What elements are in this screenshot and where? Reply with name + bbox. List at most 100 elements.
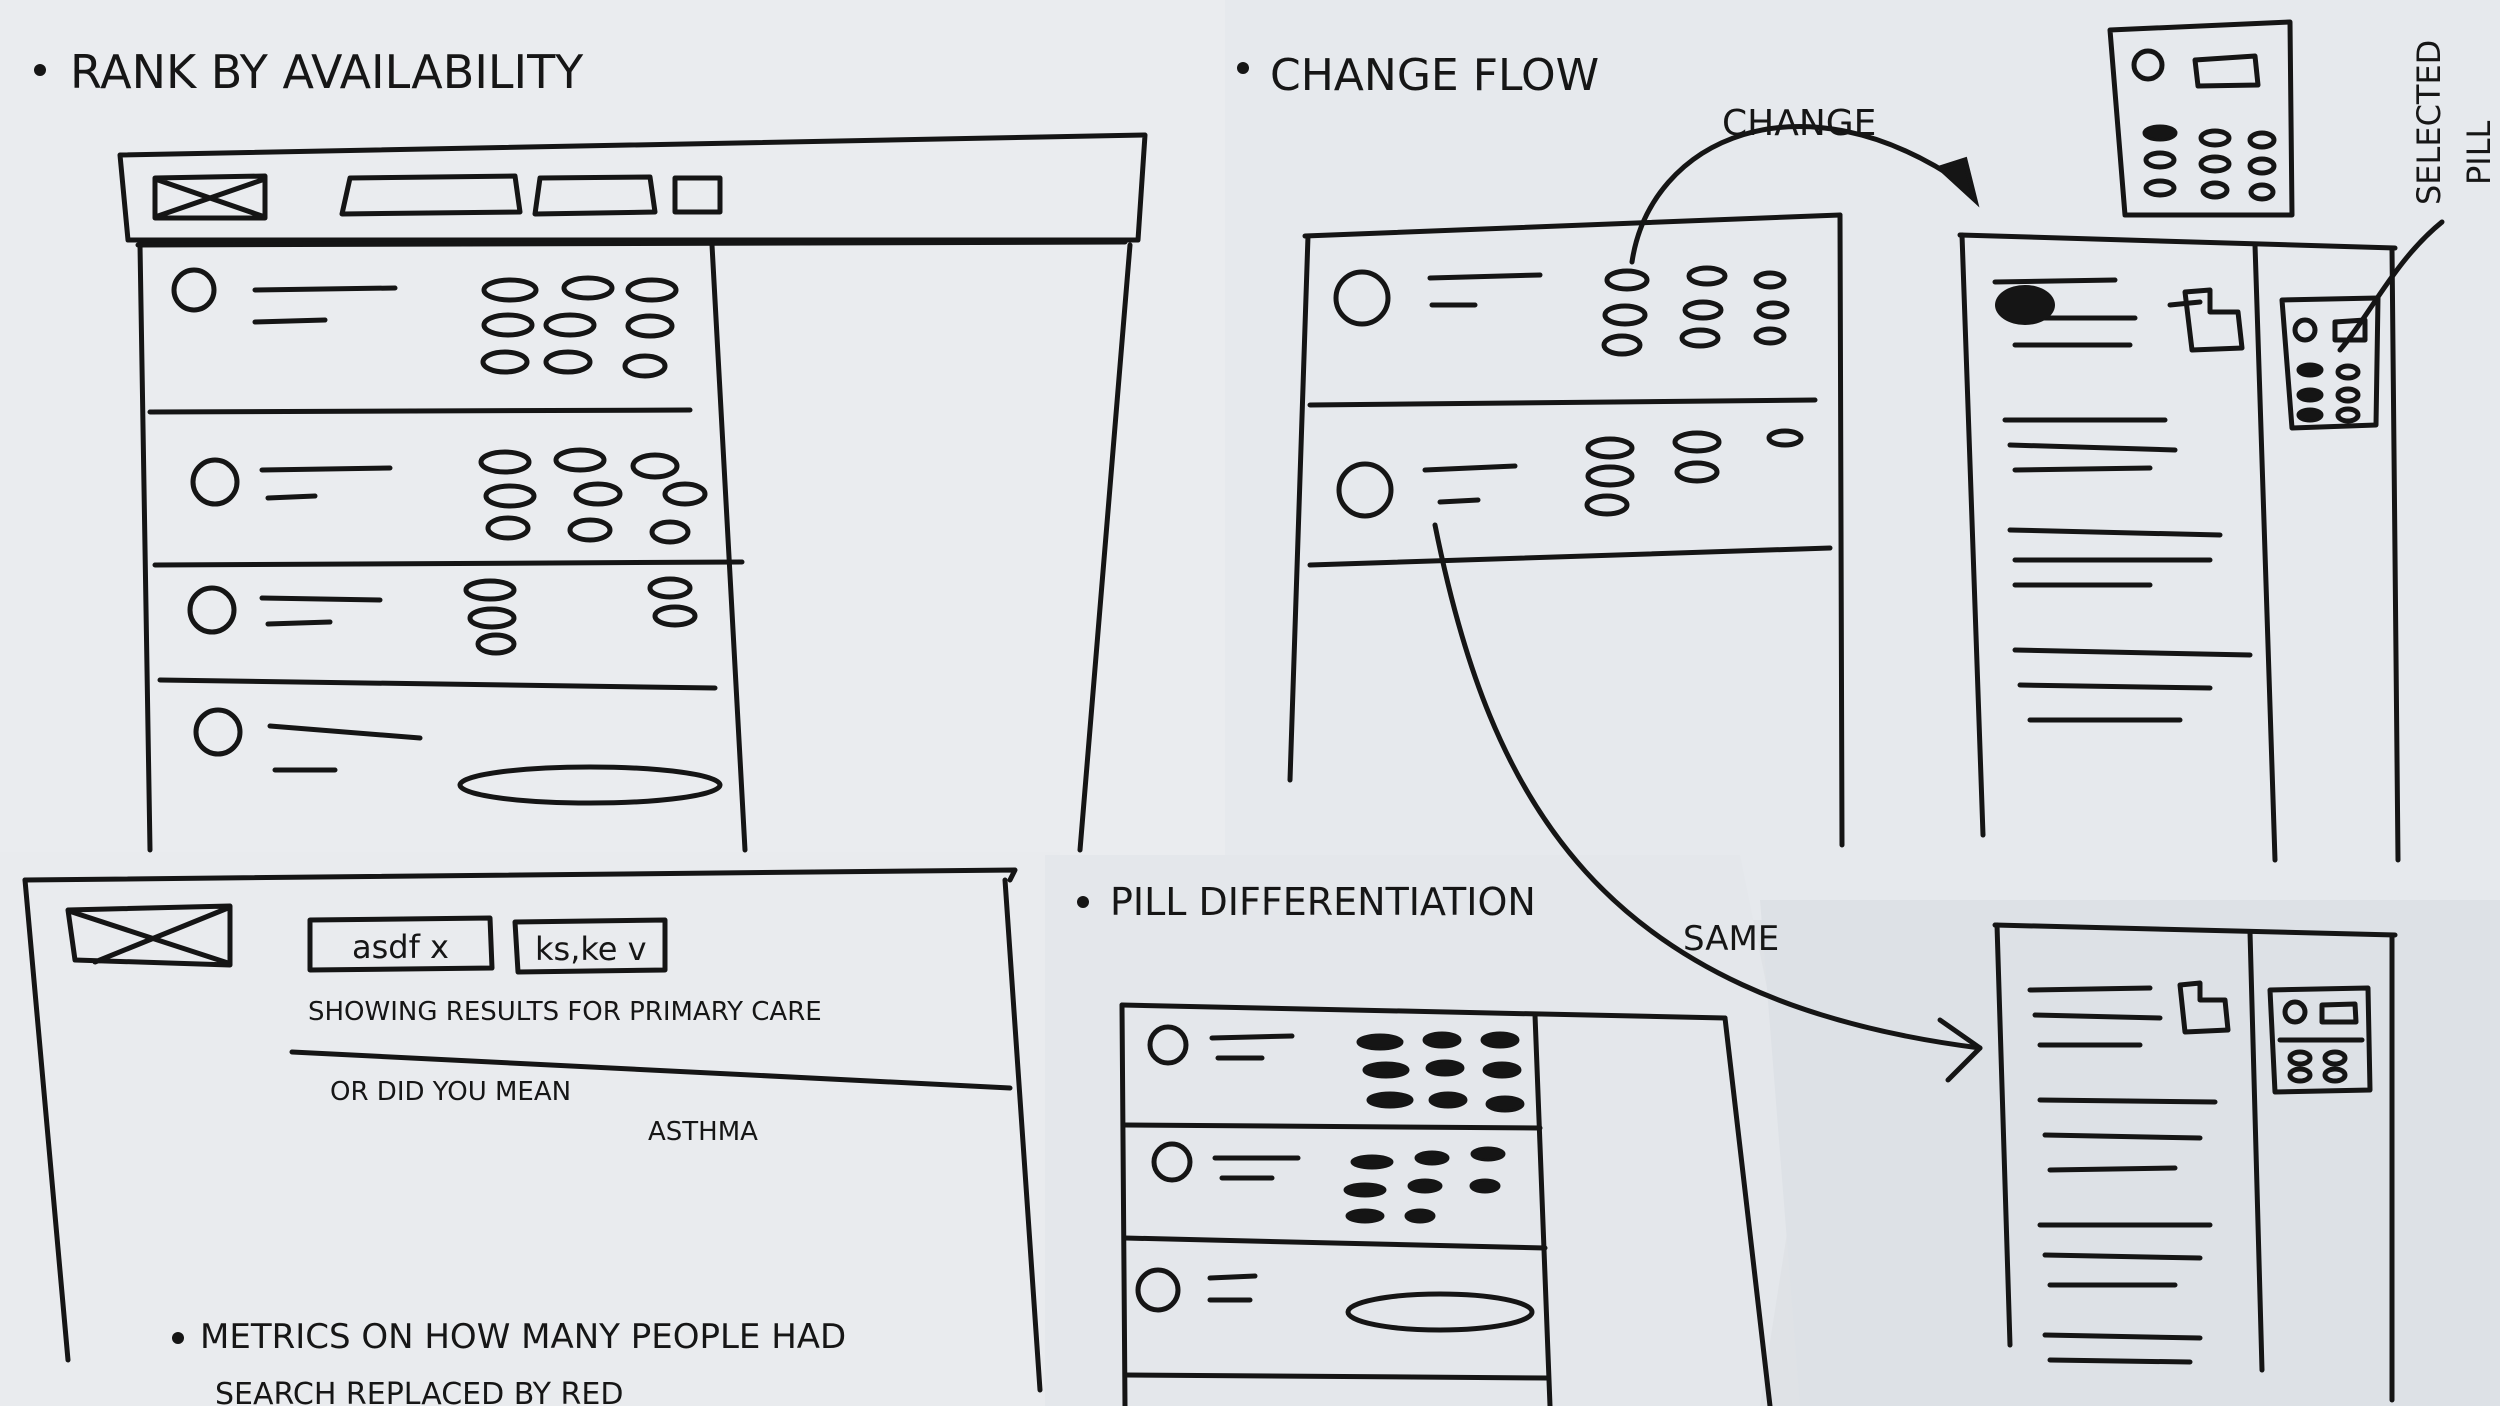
bullet-dot	[1237, 62, 1249, 74]
page-left-edge	[1994, 922, 2013, 1348]
list-top-edge	[1302, 212, 1843, 239]
paper-sheet-rank	[0, 0, 1230, 860]
page-divider	[2247, 929, 2265, 1373]
paper-sheet-lower-right	[1760, 900, 2500, 1406]
pill-group-row1	[480, 275, 679, 379]
list-left-edge	[137, 242, 153, 853]
scribbled-avatar-icon	[1995, 285, 2055, 325]
row-divider	[1122, 1122, 1543, 1131]
callout-pointer	[2337, 219, 2445, 353]
text-lines	[2037, 1222, 2213, 1288]
text-lines	[259, 465, 393, 501]
list-right-edge	[709, 242, 748, 853]
search-chip-1	[307, 915, 495, 973]
map-right-edge	[1077, 242, 1133, 853]
text-lines	[252, 285, 398, 325]
text-lines	[2037, 1097, 2218, 1173]
text-lines	[2007, 527, 2223, 588]
text-lines	[267, 723, 423, 773]
avatar-icon	[193, 707, 243, 757]
same-arrowhead-icon	[1937, 1017, 1983, 1083]
text-lines	[2012, 647, 2253, 723]
rank-header-bar	[117, 132, 1148, 243]
pill-diff-pills-row1	[1356, 1031, 1525, 1113]
selected-label: SELECTED	[2410, 40, 2448, 205]
list-left-edge	[1119, 1002, 1128, 1406]
logo-placeholder-icon	[152, 173, 268, 221]
pill-diff-pills-row2	[1343, 1146, 1506, 1224]
change-arrow-label: CHANGE	[1722, 103, 1876, 144]
image-icon	[2177, 980, 2231, 1035]
page-left-edge	[1959, 232, 1986, 838]
search-chip-2	[512, 917, 668, 975]
change-flow-pills	[1584, 265, 1804, 517]
mini-badge	[2332, 317, 2368, 343]
metrics-note-line2: SEARCH REPLACED BY RED	[215, 1377, 623, 1406]
row-divider	[1122, 1372, 1551, 1381]
mini-badge	[2319, 1001, 2359, 1025]
rank-section: RANK BY AVAILABILITY	[34, 45, 1148, 853]
list-right-edge	[1837, 212, 1845, 848]
bullet-dot	[34, 64, 46, 76]
text-lines	[1207, 1273, 1258, 1303]
page-top-edge	[1992, 922, 2398, 938]
avatar-icon	[190, 457, 240, 507]
text-lines	[259, 595, 383, 627]
image-icon	[2167, 287, 2245, 353]
avatar-icon	[171, 267, 217, 313]
search-submit-icon	[672, 175, 723, 215]
search-wireframe	[22, 867, 1043, 1393]
frame-top-edge	[22, 867, 1018, 883]
pill-diff-section: PILL DIFFERENTIATION	[1077, 880, 1773, 1406]
list-left-edge	[1287, 233, 1311, 783]
avatar-icon	[1151, 1141, 1193, 1183]
row-divider	[157, 677, 718, 691]
search-chip-1-text: asdf x	[352, 928, 449, 966]
text-lines	[1422, 463, 1518, 505]
search-box-2	[532, 174, 658, 217]
same-arrow-label: SAME	[1683, 919, 1779, 959]
list-right-edge	[1532, 1012, 1553, 1406]
pill-label: PILL	[2460, 120, 2498, 185]
selected-pill-modal	[2107, 19, 2295, 218]
avatar-icon	[187, 585, 237, 635]
search-divider	[289, 1049, 1013, 1091]
change-arrow	[1629, 124, 1968, 265]
page-right-edge	[2389, 245, 2401, 863]
text-lines	[1209, 1033, 1295, 1061]
row-divider	[1307, 545, 1833, 568]
bullet-dot	[172, 1332, 184, 1344]
results-line: SHOWING RESULTS FOR PRIMARY CARE	[308, 997, 822, 1027]
logo-placeholder-icon	[65, 903, 233, 968]
avatar-icon	[1135, 1267, 1181, 1313]
row-divider	[147, 407, 693, 415]
mini-card-pills	[2296, 362, 2361, 424]
text-lines	[2002, 417, 2178, 473]
did-you-mean-term: ASTHMA	[648, 1117, 758, 1147]
text-lines	[1212, 1155, 1301, 1181]
search-chip-2-text: ks,ke v	[535, 930, 647, 968]
pill-group-row3	[463, 576, 698, 656]
row-divider	[1122, 1235, 1548, 1251]
did-you-mean-text: OR DID YOU MEAN	[330, 1077, 571, 1107]
metrics-note-line1: METRICS ON HOW MANY PEOPLE HAD	[200, 1317, 846, 1357]
paper-sheet-change-flow	[1225, 0, 2500, 920]
change-arrowhead-icon	[1935, 156, 1980, 208]
avatar-icon	[1336, 461, 1394, 519]
modal-pills	[2142, 124, 2277, 202]
change-flow-heading: CHANGE FLOW	[1270, 50, 1599, 101]
pill-diff-heading: PILL DIFFERENTIATION	[1110, 880, 1536, 924]
same-arrow	[1432, 522, 1983, 1051]
row-divider	[1307, 397, 1818, 408]
pill-diff-wireframe	[1119, 1002, 1773, 1406]
list-top-edge	[1119, 1002, 1728, 1021]
mini-pill-card	[2267, 985, 2373, 1095]
mini-card-pills-2	[2287, 1049, 2348, 1084]
pill-group-row2	[478, 447, 708, 545]
page-top-edge	[1957, 232, 2398, 251]
mini-pill-card	[2279, 295, 2381, 431]
paper-sheet-pill-diff	[1045, 855, 1800, 1406]
change-flow-section: CHANGE FLOW CHANGE	[1237, 19, 2498, 1403]
unavailable-pill-wide	[1345, 1291, 1535, 1333]
text-lines	[2042, 1332, 2203, 1365]
